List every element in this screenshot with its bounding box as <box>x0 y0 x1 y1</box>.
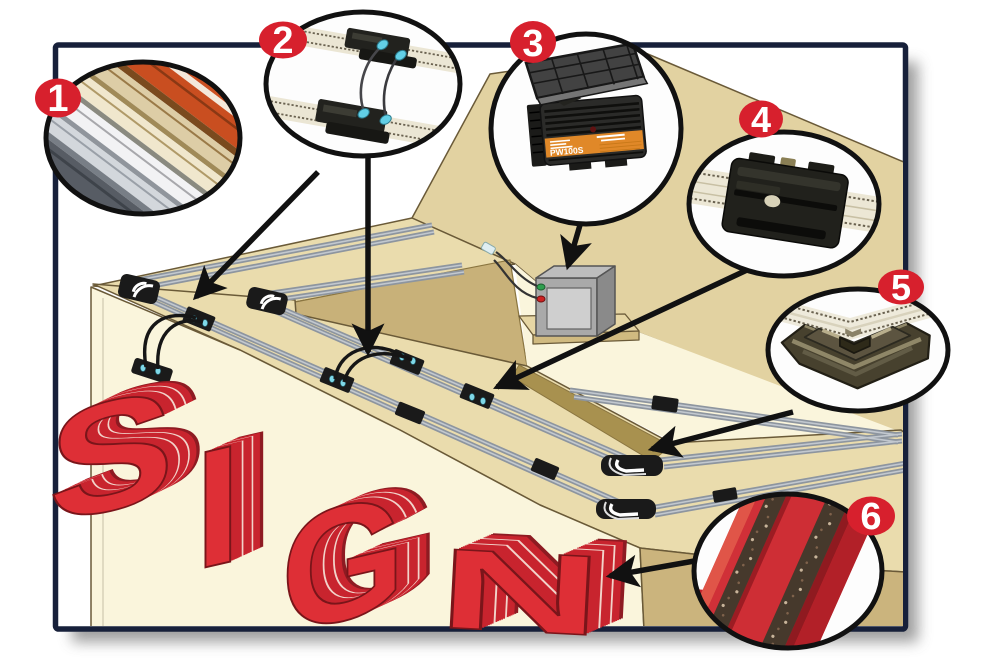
svg-text:S: S <box>69 344 195 547</box>
svg-text:S: S <box>58 350 184 553</box>
svg-text:N: N <box>435 525 606 661</box>
svg-text:S: S <box>66 346 192 549</box>
svg-text:I: I <box>199 406 247 604</box>
svg-text:N: N <box>448 519 619 655</box>
svg-text:I: I <box>202 404 250 602</box>
svg-text:N: N <box>452 517 623 653</box>
svg-text:S: S <box>51 353 177 556</box>
svg-text:5: 5 <box>891 267 911 308</box>
svg-text:G: G <box>288 454 412 664</box>
svg-text:I: I <box>194 408 242 606</box>
svg-text:G: G <box>284 456 408 664</box>
svg-text:I: I <box>204 403 252 601</box>
svg-text:G: G <box>310 444 434 656</box>
svg-text:G: G <box>290 453 414 664</box>
svg-text:I: I <box>225 394 273 592</box>
svg-text:S: S <box>60 349 186 552</box>
svg-text:4: 4 <box>751 99 771 140</box>
svg-text:G: G <box>291 453 415 664</box>
svg-text:I: I <box>220 396 268 594</box>
svg-text:G: G <box>303 447 427 659</box>
svg-text:G: G <box>296 450 420 662</box>
svg-text:S: S <box>81 339 207 542</box>
svg-text:N: N <box>463 512 634 648</box>
svg-text:3: 3 <box>522 23 543 65</box>
svg-text:I: I <box>212 400 260 598</box>
svg-text:G: G <box>307 446 431 658</box>
svg-text:S: S <box>53 352 179 555</box>
svg-text:I: I <box>206 403 254 601</box>
svg-text:1: 1 <box>47 78 68 120</box>
svg-text:S: S <box>55 352 181 555</box>
svg-text:S: S <box>56 351 182 554</box>
svg-text:I: I <box>215 398 263 596</box>
svg-text:G: G <box>300 449 424 661</box>
svg-text:N: N <box>459 514 630 650</box>
svg-text:G: G <box>308 445 432 657</box>
svg-text:N: N <box>455 516 626 652</box>
svg-text:S: S <box>74 342 200 545</box>
svg-text:G: G <box>293 452 417 664</box>
svg-text:S: S <box>71 344 197 547</box>
svg-text:I: I <box>214 399 262 597</box>
svg-text:S: S <box>68 345 194 548</box>
svg-text:I: I <box>219 397 267 595</box>
svg-text:S: S <box>73 343 199 546</box>
svg-text:N: N <box>444 521 615 657</box>
svg-text:G: G <box>295 451 419 663</box>
svg-text:PW100S: PW100S <box>549 145 584 158</box>
svg-text:I: I <box>201 405 249 603</box>
svg-text:N: N <box>439 523 610 659</box>
svg-text:I: I <box>227 393 275 591</box>
svg-text:S: S <box>79 340 205 543</box>
svg-text:I: I <box>207 402 255 600</box>
svg-text:6: 6 <box>860 496 881 538</box>
svg-text:G: G <box>305 446 429 658</box>
svg-text:I: I <box>211 400 259 598</box>
svg-text:S: S <box>64 347 190 550</box>
svg-text:N: N <box>461 513 632 649</box>
svg-text:G: G <box>302 448 426 660</box>
svg-text:S: S <box>48 355 174 558</box>
svg-text:S: S <box>76 341 202 544</box>
svg-text:G: G <box>315 442 439 654</box>
svg-text:N: N <box>457 515 628 651</box>
svg-text:I: I <box>197 406 245 604</box>
svg-text:G: G <box>298 450 422 662</box>
svg-text:2: 2 <box>272 20 293 62</box>
svg-text:I: I <box>224 394 272 592</box>
svg-text:N: N <box>440 522 611 658</box>
svg-text:I: I <box>217 397 265 595</box>
svg-text:G: G <box>286 455 410 664</box>
svg-text:I: I <box>209 401 257 599</box>
svg-text:N: N <box>446 520 617 656</box>
svg-text:S: S <box>61 349 187 552</box>
svg-text:G: G <box>281 457 405 664</box>
svg-text:S: S <box>63 348 189 551</box>
svg-text:G: G <box>314 442 438 654</box>
svg-text:S: S <box>78 340 204 543</box>
svg-text:I: I <box>222 395 270 593</box>
svg-text:N: N <box>454 517 625 653</box>
svg-text:N: N <box>442 521 613 657</box>
svg-text:G: G <box>312 443 436 655</box>
svg-text:N: N <box>450 518 621 654</box>
